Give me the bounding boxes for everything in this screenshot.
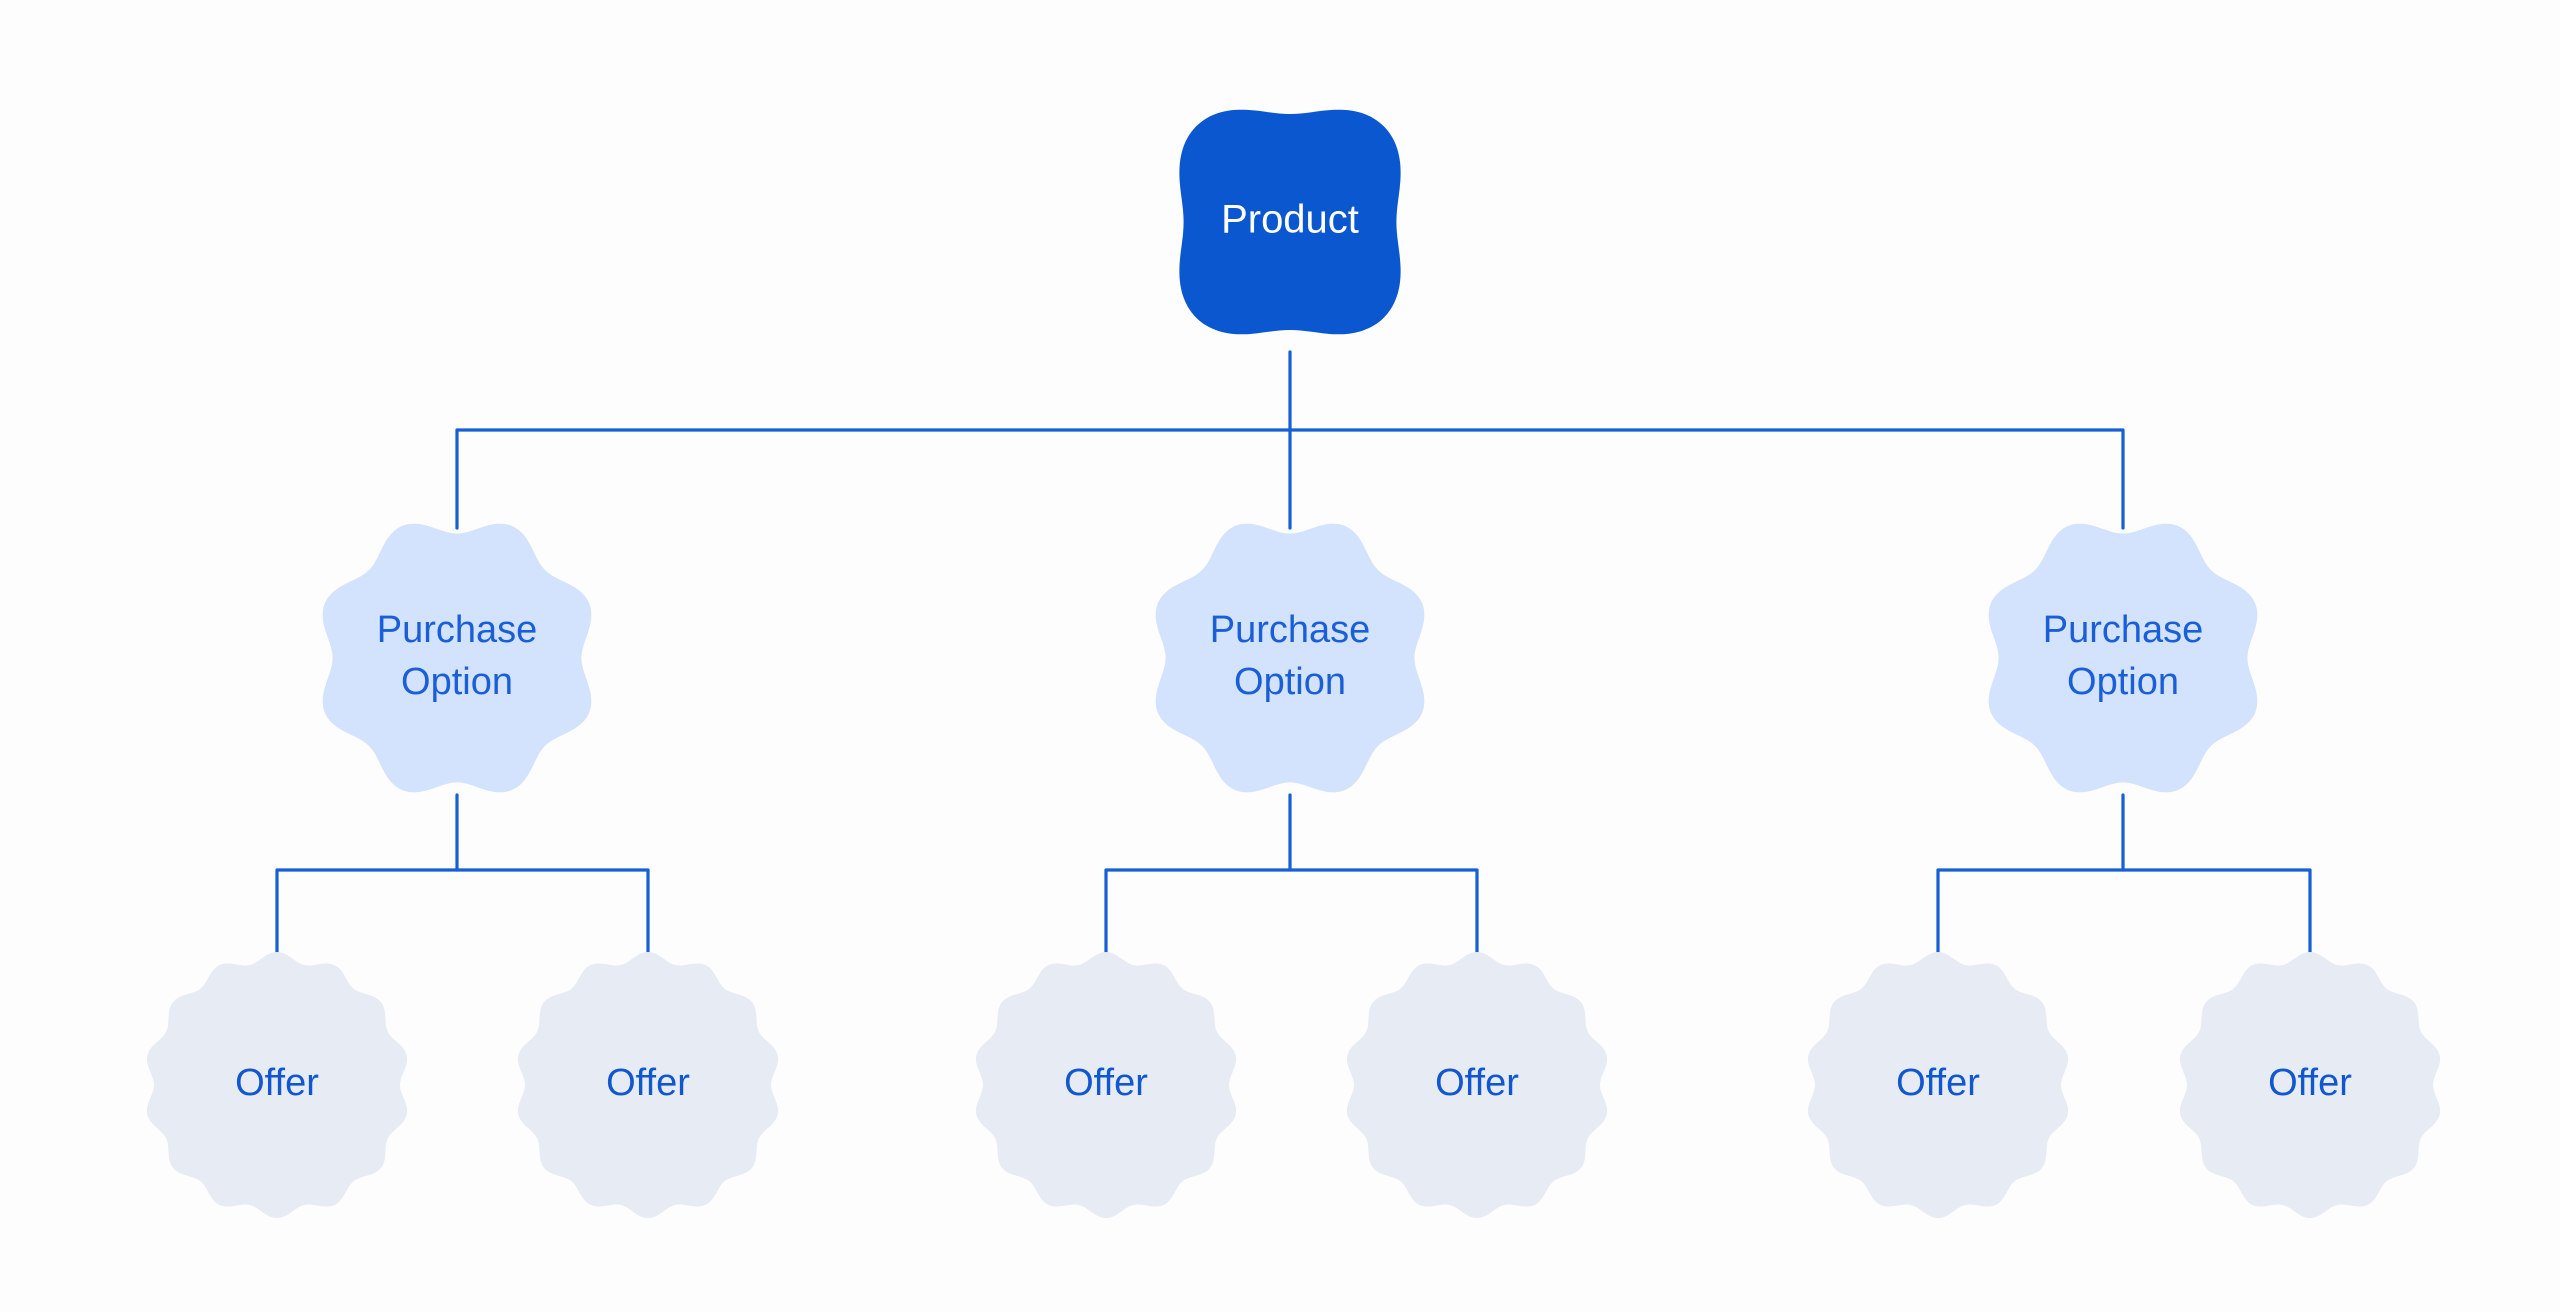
node-product[interactable]: Product (1179, 109, 1401, 335)
blob-eight-lobe (1155, 523, 1425, 793)
node-purchase-option-3-label: Option (2067, 661, 2179, 703)
blob-four-lobe (1179, 109, 1401, 335)
connector-purchase-option-3-to-offer-5 (1936, 868, 2125, 957)
node-offer-4[interactable]: Offer (1346, 952, 1608, 1218)
blob-scalloped-badge (1346, 952, 1608, 1218)
connector-purchase-option-1-to-offer-1 (275, 868, 459, 957)
node-offer-1-label: Offer (235, 1062, 319, 1104)
node-offer-5[interactable]: Offer (1807, 952, 2069, 1218)
connector-purchase-option-2-to-offer-3 (1104, 868, 1292, 957)
connectors-layer (275, 350, 2312, 957)
node-offer-2[interactable]: Offer (517, 952, 779, 1218)
node-offer-4-label: Offer (1435, 1062, 1519, 1104)
node-offer-6[interactable]: Offer (2179, 952, 2441, 1218)
nodes-layer: ProductPurchaseOptionPurchaseOptionPurch… (146, 109, 2441, 1218)
blob-scalloped-badge (2179, 952, 2441, 1218)
node-offer-2-label: Offer (606, 1062, 690, 1104)
blob-scalloped-badge (1807, 952, 2069, 1218)
blob-scalloped-badge (517, 952, 779, 1218)
blob-scalloped-badge (975, 952, 1237, 1218)
blob-eight-lobe (322, 523, 592, 793)
connector-purchase-option-1-to-offer-2 (455, 868, 650, 957)
node-purchase-option-3-label: Purchase (2043, 609, 2204, 651)
node-product-label: Product (1221, 198, 1359, 242)
connector-product-to-purchase-option-1 (455, 428, 1292, 530)
node-purchase-option-2-label: Purchase (1210, 609, 1371, 651)
blob-eight-lobe (1988, 523, 2258, 793)
node-offer-5-label: Offer (1896, 1062, 1980, 1104)
connector-product-to-purchase-option-3 (1288, 428, 2125, 530)
node-offer-3[interactable]: Offer (975, 952, 1237, 1218)
connector-purchase-option-2-to-offer-4 (1288, 868, 1479, 957)
node-purchase-option-1-label: Option (401, 661, 513, 703)
blob-scalloped-badge (146, 952, 408, 1218)
node-offer-1[interactable]: Offer (146, 952, 408, 1218)
node-offer-6-label: Offer (2268, 1062, 2352, 1104)
node-purchase-option-2-label: Option (1234, 661, 1346, 703)
connector-purchase-option-3-to-offer-6 (2121, 868, 2312, 957)
node-purchase-option-1-label: Purchase (377, 609, 538, 651)
node-offer-3-label: Offer (1064, 1062, 1148, 1104)
